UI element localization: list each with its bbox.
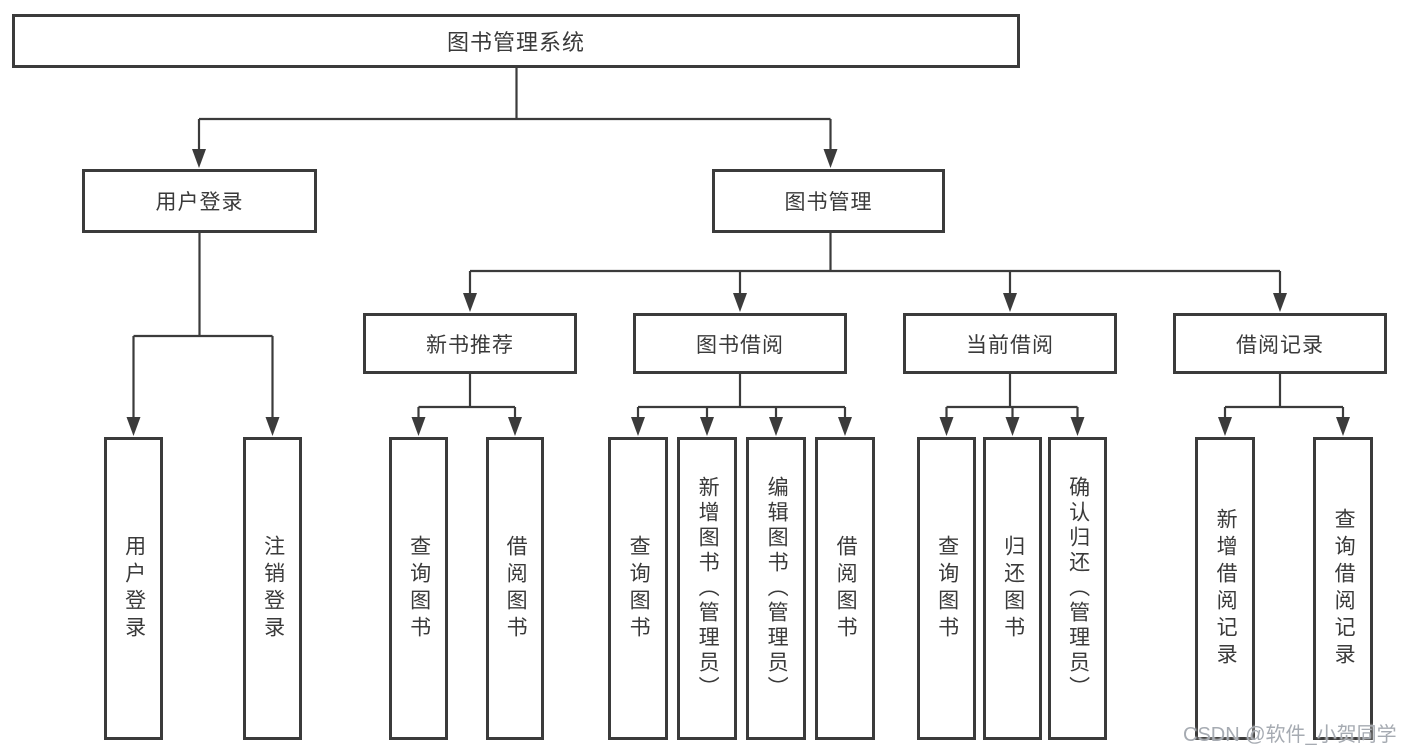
leaf-return-books: 归还图书 [983, 437, 1042, 740]
leaf-borrow-books-recommend: 借阅图书 [486, 437, 544, 740]
node-label: 借阅图书 [834, 534, 858, 643]
node-user-login-group: 用户登录 [82, 169, 317, 233]
leaf-confirm-return-admin: 确认归还（管理员） [1048, 437, 1107, 740]
node-book-management-group: 图书管理 [712, 169, 945, 233]
node-label: 注销登录 [261, 534, 285, 643]
node-label: 新增借阅记录 [1214, 507, 1238, 670]
node-new-book-recommendation: 新书推荐 [363, 313, 577, 374]
node-label: 确认归还（管理员） [1066, 476, 1090, 701]
node-label: 用户登录 [122, 534, 146, 643]
node-label: 新增图书（管理员） [696, 476, 720, 701]
node-label: 查询借阅记录 [1332, 507, 1356, 670]
csdn-watermark: CSDN @软件_小贺同学 [1183, 724, 1397, 746]
node-label: 查询图书 [407, 534, 431, 643]
leaf-borrow-books: 借阅图书 [815, 437, 875, 740]
node-label: 图书管理系统 [446, 30, 585, 55]
leaf-query-books-recommend: 查询图书 [389, 437, 448, 740]
leaf-query-books-borrow: 查询图书 [608, 437, 668, 740]
node-label: 当前借阅 [966, 333, 1054, 357]
leaf-query-books-current: 查询图书 [917, 437, 976, 740]
node-label: 归还图书 [1001, 534, 1025, 643]
node-label: 用户登录 [155, 191, 244, 214]
leaf-edit-book-admin: 编辑图书（管理员） [746, 437, 806, 740]
node-borrowing-records: 借阅记录 [1173, 313, 1387, 374]
leaf-logout: 注销登录 [243, 437, 302, 740]
node-label: 查询图书 [935, 534, 959, 643]
node-label: 查询图书 [627, 534, 651, 643]
node-label: 借阅图书 [504, 534, 528, 643]
leaf-add-book-admin: 新增图书（管理员） [677, 437, 737, 740]
node-current-borrowing: 当前借阅 [903, 313, 1117, 374]
node-label: 新书推荐 [426, 333, 514, 357]
node-book-borrowing: 图书借阅 [633, 313, 847, 374]
node-label: 借阅记录 [1236, 333, 1324, 357]
leaf-query-borrow-record: 查询借阅记录 [1313, 437, 1373, 740]
leaf-user-login: 用户登录 [104, 437, 163, 740]
node-label: 图书管理 [784, 191, 873, 214]
node-label: 图书借阅 [696, 333, 784, 357]
node-label: 编辑图书（管理员） [765, 476, 789, 701]
node-library-management-system: 图书管理系统 [12, 14, 1020, 68]
leaf-add-borrow-record: 新增借阅记录 [1195, 437, 1255, 740]
